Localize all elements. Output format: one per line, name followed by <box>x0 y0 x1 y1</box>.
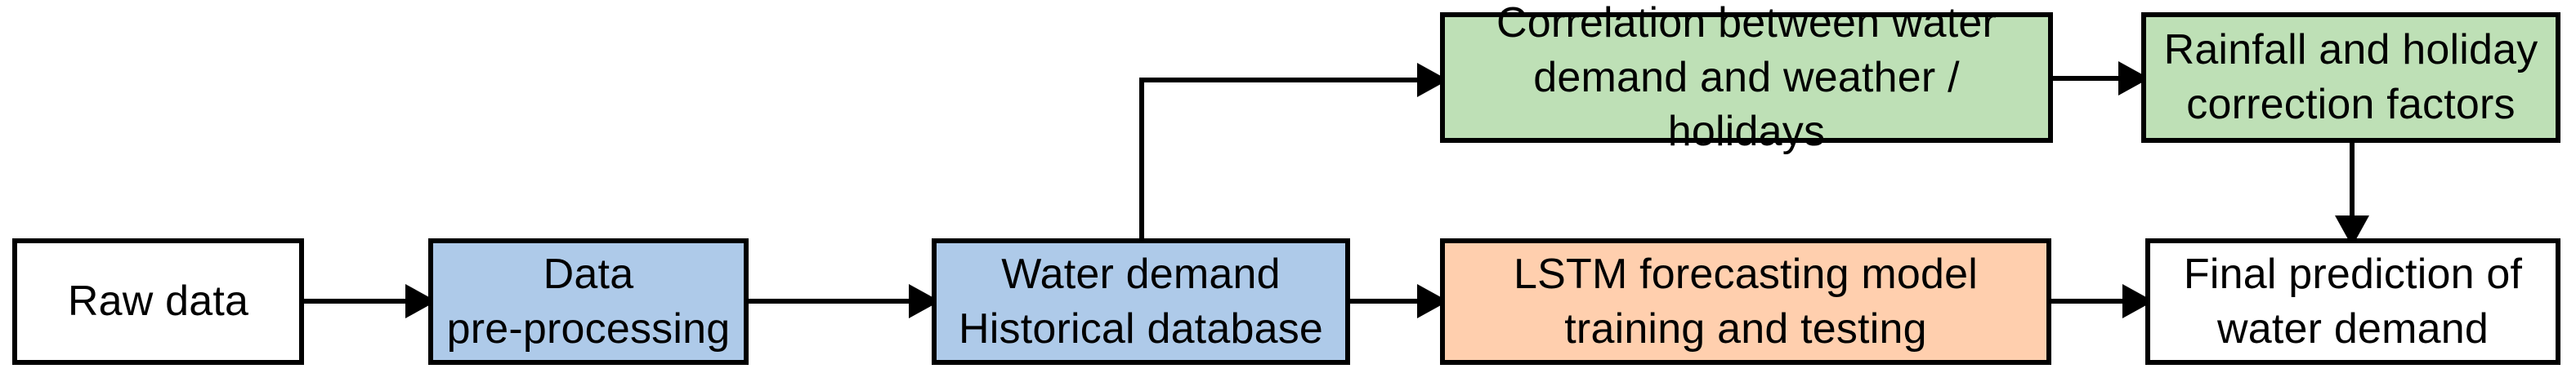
node-water-demand-historical-database-label: Water demand Historical database <box>958 250 1324 353</box>
node-raw-data-label: Raw data <box>67 278 249 326</box>
node-data-pre-processing-label: Data pre-processing <box>446 250 731 353</box>
node-lstm-forecasting-model[interactable]: LSTM forecasting model training and test… <box>1440 238 2051 365</box>
edge-raw-to-preprocessing <box>304 284 436 318</box>
node-correlation-water-demand-weather-holidays[interactable]: Correlation between water demand and wea… <box>1440 0 2053 155</box>
node-final-prediction-water-demand-label: Final prediction of water demand <box>2183 250 2523 353</box>
edge-correlation-to-rainfall <box>2053 61 2149 96</box>
node-final-prediction-water-demand[interactable]: Final prediction of water demand <box>2145 238 2560 365</box>
edge-rainfall-to-final-prediction <box>2335 143 2369 247</box>
edge-lstm-to-final-prediction <box>2051 284 2153 318</box>
edge-preprocessing-to-database <box>749 284 940 318</box>
edge-database-to-lstm <box>1350 284 1448 318</box>
node-water-demand-historical-database[interactable]: Water demand Historical database <box>932 238 1350 365</box>
node-correlation-water-demand-weather-holidays-label: Correlation between water demand and wea… <box>1496 0 1997 156</box>
node-lstm-forecasting-model-label: LSTM forecasting model training and test… <box>1514 250 1978 353</box>
node-data-pre-processing[interactable]: Data pre-processing <box>428 238 749 365</box>
node-rainfall-holiday-correction-factors[interactable]: Rainfall and holiday correction factors <box>2141 12 2560 143</box>
edge-database-to-correlation <box>1139 63 1448 238</box>
node-raw-data[interactable]: Raw data <box>12 238 304 365</box>
node-rainfall-holiday-correction-factors-label: Rainfall and holiday correction factors <box>2163 26 2538 128</box>
